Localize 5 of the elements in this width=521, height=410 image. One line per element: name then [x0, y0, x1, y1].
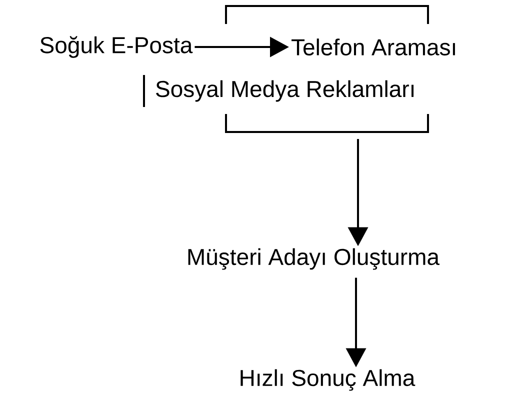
step-text: Sosyal Medya Reklamları [156, 80, 414, 102]
step-text: Hızlı Sonuç Alma [240, 369, 416, 391]
step-text: Telefon Araması [292, 38, 455, 56]
step-text: Soğuk E-Posta [40, 36, 193, 58]
step-text: Müşteri Adayı Oluşturma [188, 248, 440, 270]
